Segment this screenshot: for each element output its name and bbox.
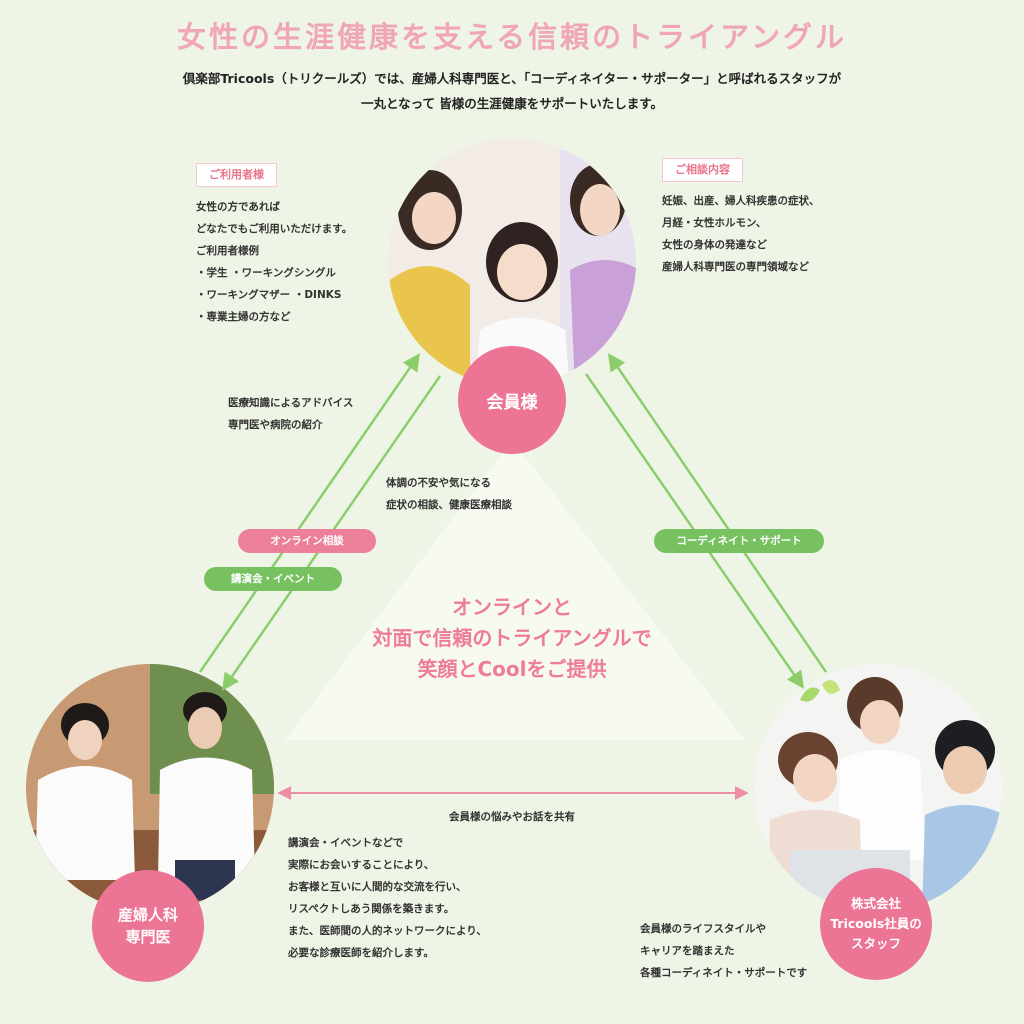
consultation-text: 体調の不安や気になる 症状の相談、健康医療相談 xyxy=(386,472,512,516)
doctor-label-line: 専門医 xyxy=(125,928,171,946)
user-text: 女性の方であれば どなたでもご利用いただけます。 ご利用者様例 ・学生 ・ワーキ… xyxy=(196,196,352,328)
event-pill: 講演会・イベント xyxy=(204,567,342,591)
staff-text: 会員様のライフスタイルや キャリアを踏まえた 各種コーディネイト・サポートです xyxy=(640,918,807,984)
consult-text: 妊娠、出産、婦人科疾患の症状、 月経・女性ホルモン、 女性の身体の発達など 産婦… xyxy=(662,190,820,278)
consultation-line: 体調の不安や気になる xyxy=(386,477,491,489)
intro-line: 倶楽部Tricools（トリクールズ）では、産婦人科専門医と、「コーディネイター… xyxy=(182,71,842,86)
intro-text: 倶楽部Tricools（トリクールズ）では、産婦人科専門医と、「コーディネイター… xyxy=(60,66,964,116)
doctor-line: 必要な診療医師を紹介します。 xyxy=(288,947,434,959)
consult-line: 妊娠、出産、婦人科疾患の症状、 xyxy=(662,195,820,207)
coordinate-pill: コーディネイト・サポート xyxy=(654,529,824,553)
advice-text: 医療知識によるアドバイス 専門医や病院の紹介 xyxy=(228,392,353,436)
intro-line: 一丸となって 皆様の生涯健康をサポートいたします。 xyxy=(360,96,664,111)
center-message: オンラインと 対面で信頼のトライアングルで 笑顔とCoolをご提供 xyxy=(292,592,732,685)
doctor-line: リスペクトしあう関係を築きます。 xyxy=(288,903,455,915)
staff-label-line: Tricools社員の xyxy=(830,916,922,931)
right-arrow-up xyxy=(608,353,828,673)
member-label: 会員様 xyxy=(486,392,538,413)
doctor-label-line: 産婦人科 xyxy=(117,906,178,924)
staff-line: 会員様のライフスタイルや xyxy=(640,923,766,935)
advice-line: 医療知識によるアドバイス xyxy=(228,397,354,409)
member-badge: 会員様 xyxy=(458,346,566,454)
user-line: 女性の方であれば xyxy=(196,201,280,213)
leaf-icon xyxy=(800,687,820,702)
staff-line: 各種コーディネイト・サポートです xyxy=(640,967,808,979)
consult-line: 月経・女性ホルモン、 xyxy=(662,217,767,229)
consult-line: 女性の身体の発達など xyxy=(662,239,767,251)
center-line: オンラインと xyxy=(452,595,572,619)
user-line: ・ワーキングマザー ・DINKS xyxy=(196,289,342,301)
user-line: ご利用者様例 xyxy=(196,245,259,257)
center-line: 笑顔とCoolをご提供 xyxy=(417,657,607,681)
center-triangle xyxy=(285,440,745,740)
user-line: ・学生 ・ワーキングシングル xyxy=(196,267,336,279)
online-consult-pill: オンライン相談 xyxy=(238,529,376,553)
staff-label-line: 株式会社 xyxy=(850,896,901,911)
doctor-line: 講演会・イベントなどで xyxy=(288,837,404,849)
staff-badge: 株式会社 Tricools社員の スタッフ xyxy=(820,868,932,980)
doctor-line: お客様と互いに人間的な交流を行い、 xyxy=(288,881,467,893)
center-line: 対面で信頼のトライアングルで xyxy=(372,626,652,650)
user-tag: ご利用者様 xyxy=(196,163,277,187)
user-line: どなたでもご利用いただけます。 xyxy=(196,223,353,235)
staff-line: キャリアを踏まえた xyxy=(640,945,735,957)
consultation-line: 症状の相談、健康医療相談 xyxy=(386,499,512,511)
doctor-text: 講演会・イベントなどで 実際にお会いすることにより、 お客様と互いに人間的な交流… xyxy=(288,832,487,964)
leaf-icon-2 xyxy=(822,680,840,694)
left-arrow-up xyxy=(198,353,420,673)
staff-label-line: スタッフ xyxy=(850,936,901,951)
doctor-badge: 産婦人科 専門医 xyxy=(92,870,204,982)
consult-tag: ご相談内容 xyxy=(662,158,743,182)
share-text: 会員様の悩みやお話を共有 xyxy=(449,811,575,823)
doctor-line: また、医師間の人的ネットワークにより、 xyxy=(288,925,487,937)
advice-line: 専門医や病院の紹介 xyxy=(228,419,323,431)
consult-line: 産婦人科専門医の専門領域など xyxy=(662,261,809,273)
user-line: ・専業主婦の方など xyxy=(196,311,291,323)
doctor-line: 実際にお会いすることにより、 xyxy=(288,859,435,871)
page-title: 女性の生涯健康を支える信頼のトライアングル xyxy=(177,20,847,54)
